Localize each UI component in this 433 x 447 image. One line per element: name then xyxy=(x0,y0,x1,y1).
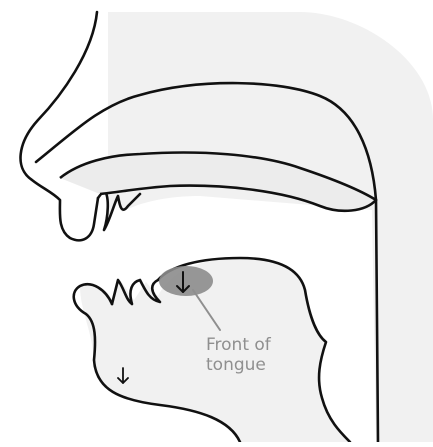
front-of-tongue-highlight xyxy=(159,266,213,296)
annotation-label-line1: Front of xyxy=(206,335,272,355)
annotation-label-line2: tongue xyxy=(206,355,266,375)
